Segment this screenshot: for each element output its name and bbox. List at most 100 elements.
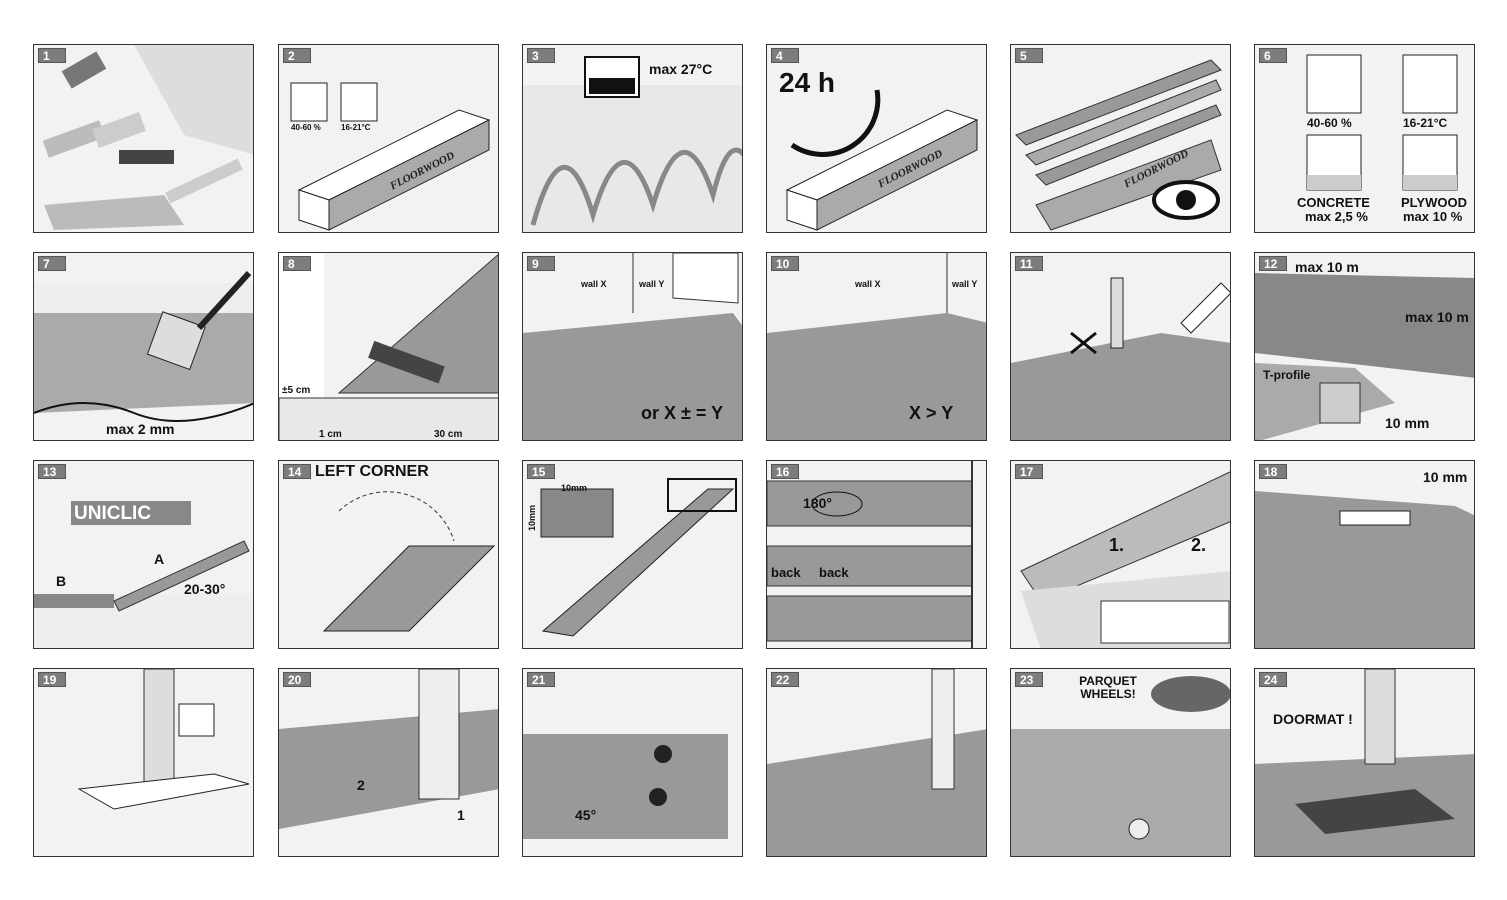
door-frame-illustration	[77, 669, 250, 810]
row-install-illustration	[1020, 471, 1230, 648]
step-number: 17	[1015, 464, 1043, 479]
spacer-illustration	[540, 478, 737, 637]
room-light-illustration	[523, 253, 742, 440]
plank-box-illustration	[290, 82, 491, 231]
step-number: 10	[771, 256, 799, 271]
overlap-label: 1 cm	[319, 429, 342, 440]
wall-gap-label: ±5 cm	[282, 385, 311, 396]
step-number: 22	[771, 672, 799, 687]
step-number: 24	[1259, 672, 1287, 687]
plank-a-label: A	[154, 551, 165, 567]
doormat-illustration	[1255, 669, 1474, 856]
plywood-label: PLYWOOD	[1401, 195, 1467, 210]
plywood-max-label: max 10 %	[1403, 209, 1463, 224]
horizontal-gap-label: 10mm	[561, 483, 588, 493]
rule-label: or X ± = Y	[641, 403, 724, 423]
conditions-icons	[1306, 54, 1458, 191]
step-10-direction: 10 wall X wall Y X > Y	[766, 252, 987, 441]
step-5-inspect: 5 FLOORWOOD	[1010, 44, 1231, 233]
max-temperature-label: max 27°C	[649, 61, 713, 77]
step-two-label: 2	[357, 777, 365, 793]
step-number: 19	[38, 672, 66, 687]
back-label-1: back	[771, 565, 801, 580]
step-number: 2	[283, 48, 311, 63]
step-19-door-frame: 19	[33, 668, 254, 857]
heating-pipes-illustration	[523, 56, 742, 232]
step-two-label: 2.	[1191, 535, 1207, 555]
humidity-label: 40-60 %	[291, 123, 321, 132]
step-number: 7	[38, 256, 66, 271]
wall-x-label: wall X	[855, 279, 881, 289]
step-16-cut-rotate: 16 180° back back	[766, 460, 987, 649]
step-number: 1	[38, 48, 66, 63]
doormat-warning: DOORMAT !	[1273, 711, 1353, 727]
step-number: 14	[283, 464, 311, 479]
clock-box-illustration	[785, 89, 979, 231]
uniclic-logo: UNICLIC	[74, 503, 152, 524]
rotate-180-label: 180°	[803, 495, 832, 511]
max-length-label: max 10 m	[1295, 259, 1359, 275]
humidity-label: 40-60 %	[1307, 116, 1352, 130]
step-17-lay-row: 17 1. 2.	[1010, 460, 1231, 649]
max-unevenness-label: max 2 mm	[106, 421, 175, 437]
temperature-label: 16-21°C	[341, 123, 371, 132]
gap-label: 10 mm	[1423, 469, 1468, 485]
step-11-no-fixing: 11	[1010, 252, 1231, 441]
concrete-max-label: max 2,5 %	[1305, 209, 1368, 224]
plank-b-label: B	[56, 573, 67, 589]
step-14-left-corner: 14 LEFT CORNER	[278, 460, 499, 649]
step-13-click-system: 13 UNICLIC A B 20-30°	[33, 460, 254, 649]
wall-x-label: wall X	[581, 279, 607, 289]
temperature-label: 16-21°C	[1403, 116, 1448, 130]
distance-label: 30 cm	[434, 429, 463, 440]
step-number: 12	[1259, 256, 1287, 271]
step-number: 16	[771, 464, 799, 479]
step-number: 8	[283, 256, 311, 271]
underlay-cutting-illustration	[279, 253, 498, 440]
step-22-pipe-glue: 22	[766, 668, 987, 857]
step-number: 21	[527, 672, 555, 687]
max-width-label: max 10 m	[1405, 309, 1469, 325]
step-3-underfloor-heating: 3 max 27°C	[522, 44, 743, 233]
step-number: 4	[771, 48, 799, 63]
step-number: 5	[1015, 48, 1043, 63]
chair-wheels-illustration	[1011, 676, 1230, 856]
step-8-underlay: 8 ±5 cm 1 cm 30 cm	[278, 252, 499, 441]
inspect-planks-illustration	[1015, 59, 1222, 231]
click-joint-illustration	[34, 501, 253, 648]
step-number: 18	[1259, 464, 1287, 479]
angle-label: 20-30°	[184, 581, 226, 597]
step-1-tools: 1	[33, 44, 254, 233]
step-6-conditions: 6 40-60 % 16-21°C CONCRETE max 2,5 % PLY…	[1254, 44, 1475, 233]
time-label: 24 h	[779, 67, 836, 98]
vertical-gap-label: 10mm	[527, 504, 537, 531]
tapping-block-illustration	[1255, 491, 1474, 648]
vacuum-illustration	[34, 270, 253, 422]
pipe-glue-illustration	[767, 669, 986, 856]
step-number: 15	[527, 464, 555, 479]
step-2-acclimatize: 2 40-60 % 16-21°C FLOORWOOD	[278, 44, 499, 233]
left-corner-title: LEFT CORNER	[315, 463, 429, 480]
t-profile-label: T-profile	[1263, 368, 1311, 382]
wall-y-label: wall Y	[952, 279, 978, 289]
step-12-expansion: 12 max 10 m max 10 m T-profile 10 mm	[1254, 252, 1475, 441]
step-24-doormat: 24 DOORMAT !	[1254, 668, 1475, 857]
concrete-label: CONCRETE	[1297, 195, 1370, 210]
no-nails-glue-illustration	[1011, 277, 1230, 440]
step-one-label: 1.	[1109, 535, 1125, 555]
step-number: 23	[1015, 672, 1043, 687]
parquet-wheels-warning: PARQUET WHEELS!	[1079, 674, 1137, 701]
corner-start-illustration	[322, 491, 496, 632]
step-number: 13	[38, 464, 66, 479]
room-illustration	[767, 253, 986, 440]
back-label-2: back	[819, 565, 849, 580]
step-number: 20	[283, 672, 311, 687]
tools-illustration	[42, 45, 253, 230]
step-number: 3	[527, 48, 555, 63]
floor-dimensions-illustration	[1255, 273, 1474, 440]
pull-bar-illustration	[279, 669, 498, 829]
rule-label: X > Y	[909, 403, 954, 423]
angle-label: 45°	[575, 807, 597, 823]
step-7-clean-level: 7 max 2 mm	[33, 252, 254, 441]
step-20-last-plank: 20 2 1	[278, 668, 499, 857]
